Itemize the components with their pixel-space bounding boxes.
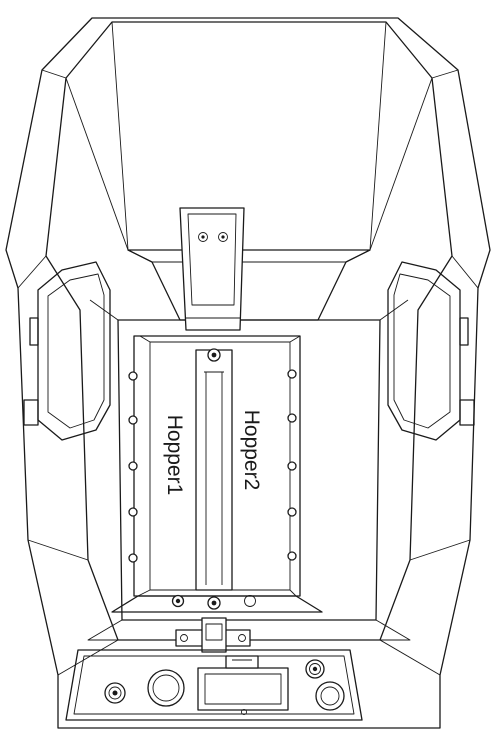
connector-port-small-right: [305, 659, 325, 679]
connector-port-round: [147, 669, 185, 707]
lower-bracket: [175, 617, 251, 653]
connector-port-rectangular: [197, 655, 289, 715]
right-rivets: [287, 369, 297, 561]
connector-port-medium-right: [315, 681, 345, 711]
hopper1-label: Hopper1: [163, 415, 186, 496]
top-latch: [179, 207, 245, 331]
hopper2-label: Hopper2: [240, 410, 263, 491]
right-side-handle: [387, 261, 475, 441]
outer-shell: [5, 17, 491, 729]
connector-port-small-left: [104, 682, 126, 704]
left-rivets: [128, 371, 138, 563]
left-side-handle: [23, 261, 111, 441]
